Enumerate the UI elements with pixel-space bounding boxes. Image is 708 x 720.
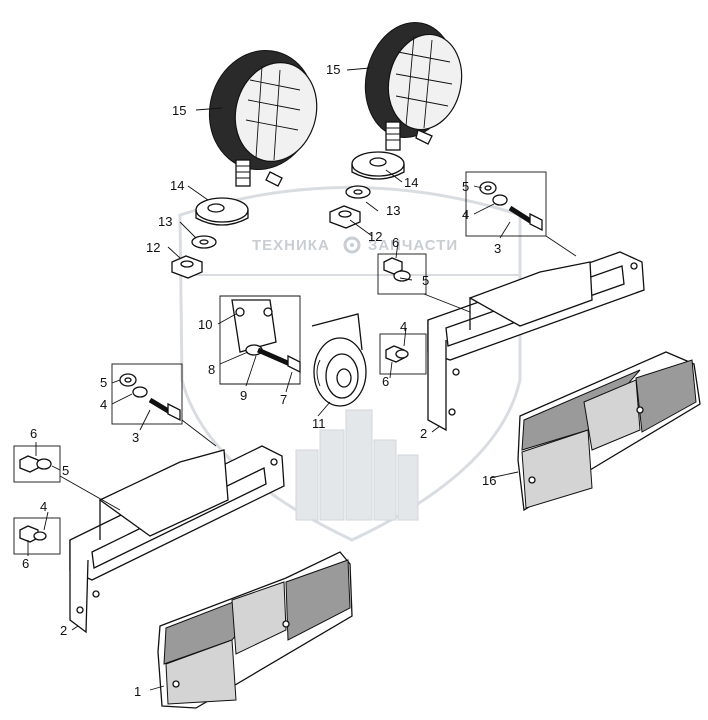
callout-12: 12: [368, 229, 382, 244]
horn: [311, 313, 367, 407]
callout-10: 10: [198, 317, 212, 332]
callout-5: 5: [62, 463, 69, 478]
callout-6: 6: [22, 556, 29, 571]
washer-right: [345, 185, 371, 199]
callout-11: 11: [312, 416, 326, 431]
work-lamp-left: [208, 50, 318, 187]
watermark-buildings: [295, 409, 419, 521]
callout-4: 4: [100, 397, 107, 412]
callout-15: 15: [326, 62, 340, 77]
callout-2: 2: [420, 426, 427, 441]
callout-12: 12: [146, 240, 160, 255]
bolt-set-right: [465, 171, 547, 237]
callout-5: 5: [422, 273, 429, 288]
leader-lines: [27, 67, 577, 691]
callout-14: 14: [404, 175, 418, 190]
bracket-right: [427, 251, 645, 432]
rubber-pad-right: [351, 151, 405, 180]
callout-1: 1: [134, 684, 141, 699]
callout-4: 4: [462, 207, 469, 222]
callout-3: 3: [132, 430, 139, 445]
bolt-set-left: [111, 363, 183, 425]
rear-light-right: [517, 351, 701, 512]
nut-left: [171, 255, 203, 279]
callout-15: 15: [172, 103, 186, 118]
callout-6: 6: [382, 374, 389, 389]
callout-5: 5: [462, 179, 469, 194]
callout-6: 6: [392, 235, 399, 250]
watermark: ТЕХНИКА ЗАПЧАСТИ: [178, 186, 522, 542]
callout-5: 5: [100, 375, 107, 390]
work-lamp-right: [364, 22, 463, 151]
callout-14: 14: [170, 178, 184, 193]
nut-washer-right-mid: [379, 333, 427, 375]
callout-9: 9: [240, 388, 247, 403]
nut-right: [329, 205, 361, 229]
callout-8: 8: [208, 362, 215, 377]
watermark-left-word: ТЕХНИКА: [252, 237, 330, 254]
callouts: 1 2 2 3 3 4 4 4 4 5 5 5 5 6 6 6 6 7 8 9 …: [22, 62, 501, 699]
callout-13: 13: [158, 214, 172, 229]
rear-light-left: [157, 551, 353, 709]
washer-left: [191, 235, 217, 249]
callout-6: 6: [30, 426, 37, 441]
nut-washer-left-bottom: [13, 517, 61, 555]
watermark-right-word: ЗАПЧАСТИ: [368, 237, 458, 254]
callout-13: 13: [386, 203, 400, 218]
rubber-pad-left: [195, 197, 249, 226]
callout-4: 4: [400, 319, 407, 334]
callout-16: 16: [482, 473, 496, 488]
callout-4: 4: [40, 499, 47, 514]
nut-washer-left-top: [13, 445, 61, 483]
callout-2: 2: [60, 623, 67, 638]
gear-icon: [343, 236, 361, 254]
bracket-left: [69, 445, 285, 634]
callout-7: 7: [280, 392, 287, 407]
horn-bracket-detail: [219, 295, 301, 385]
nut-washer-right-top: [377, 253, 427, 295]
callout-3: 3: [494, 241, 501, 256]
